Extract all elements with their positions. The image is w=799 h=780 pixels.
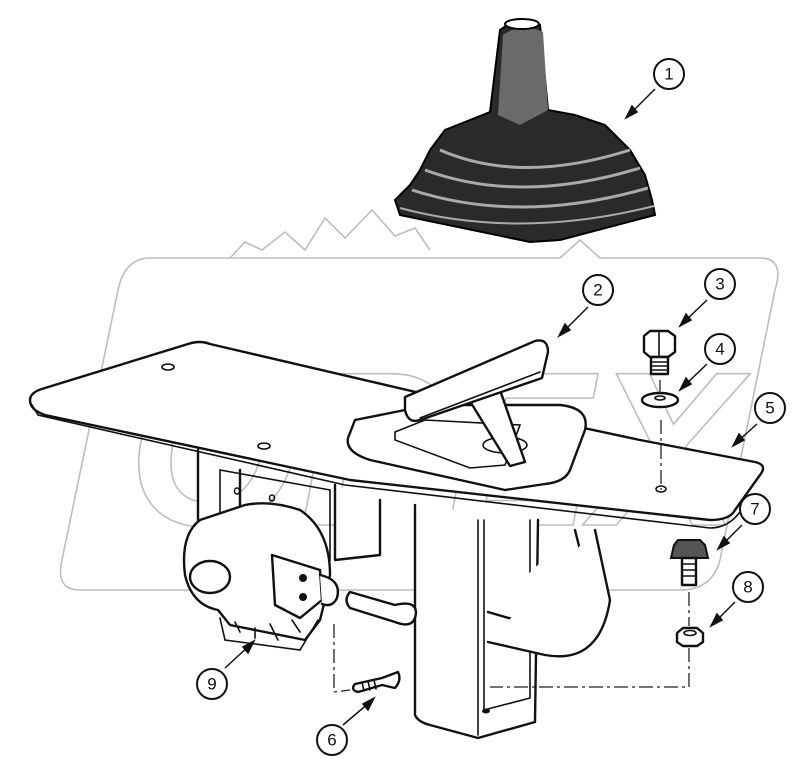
part-5-plate	[28, 340, 765, 740]
part-6-stud	[333, 624, 401, 694]
callout-3: 3	[704, 268, 736, 300]
callout-5: 5	[754, 392, 786, 424]
callout-3-label: 3	[715, 275, 724, 294]
callout-4: 4	[704, 333, 736, 365]
part-8-nut	[490, 592, 705, 688]
callout-1-label: 1	[664, 65, 673, 84]
callout-6: 6	[316, 724, 348, 756]
callout-5-label: 5	[765, 399, 774, 418]
part-1-boot	[393, 18, 657, 244]
part-9-switch	[182, 502, 418, 651]
callout-8: 8	[732, 571, 764, 603]
part-7-bolt	[669, 539, 710, 587]
callout-7-label: 7	[750, 500, 759, 519]
callout-9-label: 9	[207, 675, 216, 694]
callout-4-label: 4	[715, 340, 724, 359]
callout-6-label: 6	[327, 731, 336, 750]
callout-1: 1	[653, 58, 685, 90]
part-2-lever	[403, 339, 550, 468]
callout-8-label: 8	[743, 578, 752, 597]
leader-lines	[224, 88, 758, 726]
part-4-washer	[640, 380, 680, 490]
part-3-bolt	[642, 329, 677, 376]
callout-2-label: 2	[593, 281, 602, 300]
callout-9: 9	[196, 668, 228, 700]
callout-7: 7	[739, 493, 771, 525]
callout-2: 2	[582, 274, 614, 306]
